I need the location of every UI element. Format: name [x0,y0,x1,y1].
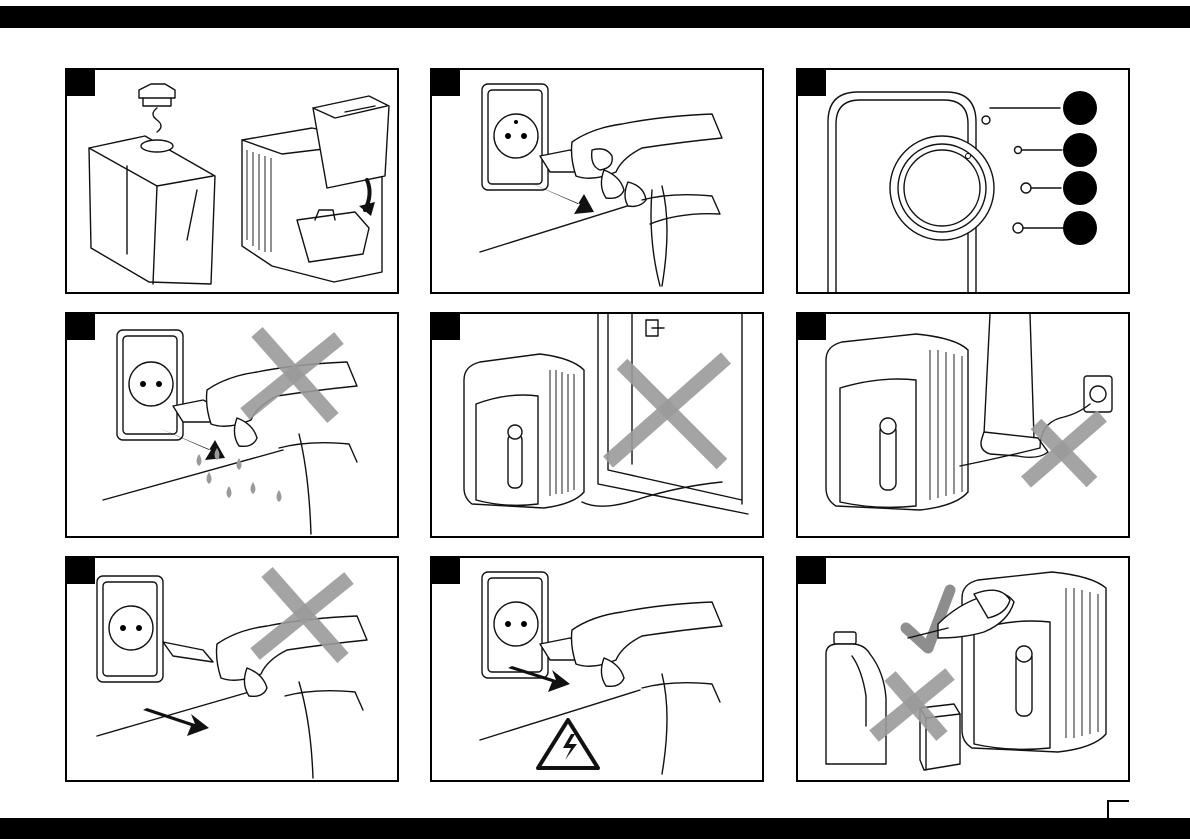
panel-number-label [798,558,826,584]
detergent-bottle [826,632,886,764]
bottom-bar [0,818,1190,839]
water-tank [89,136,215,284]
wall-socket-icon [117,330,183,440]
tank-cap-icon [139,84,175,132]
panel-number-label [67,70,95,96]
indicator-dot-icon [1021,183,1031,193]
panel-number-label [67,314,95,340]
electric-hazard-icon [538,720,598,768]
indicator-dot-icon [1015,147,1022,154]
panel-number-label [67,558,95,584]
panel-control-panel [796,68,1130,294]
callout-marker [1063,133,1097,167]
no-cable-under-door-illustration [432,314,762,536]
panel-clean-damp-cloth [796,556,1130,782]
page-corner-mark [1107,800,1129,818]
panel-unplug-by-plug [430,556,764,782]
wall-socket-icon [482,84,548,190]
panel-plug-in [430,68,764,294]
panel-no-pull-cable [65,556,399,782]
arrow-out-icon [143,708,209,736]
callout-marker [1063,91,1097,125]
no-wet-hands-illustration [67,314,397,536]
panel-fill-tank [65,68,399,294]
wall-socket-icon [1084,376,1112,412]
wall-socket-icon [97,576,163,682]
callout-marker [1063,171,1097,205]
hand-with-plug [540,114,722,286]
humidifier-unit [826,334,968,510]
panel-number-label [798,314,826,340]
unplug-by-plug-illustration [432,558,762,780]
indicator-dot-icon [1013,223,1023,233]
panel-number-label [432,70,460,96]
control-knob-icon [890,136,994,240]
panel-number-label [432,314,460,340]
indicator-dot-icon [982,116,990,124]
callout-marker [1063,211,1097,245]
panel-number-label [798,70,826,96]
cross-icon [608,358,726,464]
humidifier-unit [242,96,389,282]
top-bar [0,6,1190,28]
clean-damp-cloth-illustration [798,558,1128,780]
panel-number-label [432,558,460,584]
panel-no-cable-under-door [430,312,764,538]
panel-no-wet-hands [65,312,399,538]
fill-tank-illustration [67,70,397,292]
indicator-lights [982,91,1097,245]
no-pull-cable-illustration [67,558,397,780]
plug-in-illustration [432,70,762,292]
panel-no-tripping-cable [796,312,1130,538]
humidifier-unit [464,354,584,508]
no-tripping-cable-illustration [798,314,1128,536]
control-panel-illustration [798,70,1128,292]
wall-socket-icon [482,572,548,678]
